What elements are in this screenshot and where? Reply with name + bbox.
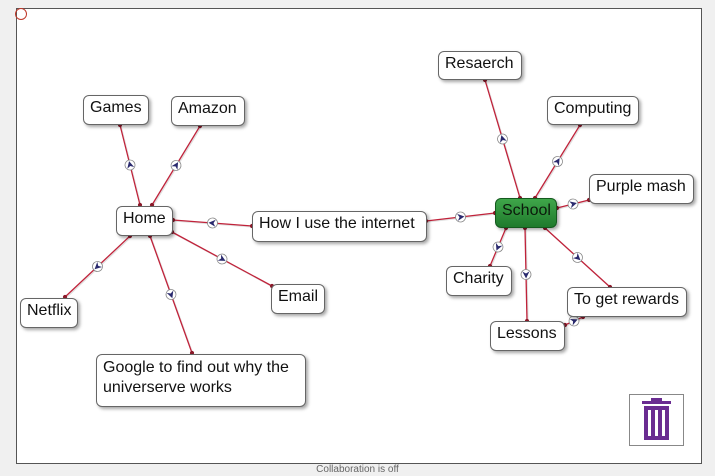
node-netflix[interactable]: Netflix bbox=[20, 298, 78, 328]
node-home[interactable]: Home bbox=[116, 206, 173, 236]
node-email[interactable]: Email bbox=[271, 284, 325, 314]
node-computing[interactable]: Computing bbox=[547, 96, 639, 125]
node-how-i-use-the-internet[interactable]: How I use the internet bbox=[252, 211, 427, 242]
node-amazon[interactable]: Amazon bbox=[171, 96, 245, 126]
collaboration-status: Collaboration is off bbox=[316, 464, 399, 475]
node-school[interactable]: School bbox=[495, 198, 557, 228]
circle-icon[interactable] bbox=[15, 8, 27, 20]
node-lessons[interactable]: Lessons bbox=[490, 321, 565, 351]
node-games[interactable]: Games bbox=[83, 95, 149, 125]
trash-button[interactable] bbox=[629, 394, 684, 446]
trash-icon bbox=[642, 398, 671, 440]
node-purple-mash[interactable]: Purple mash bbox=[589, 174, 694, 204]
node-resaerch[interactable]: Resaerch bbox=[438, 51, 522, 80]
node-google[interactable]: Google to find out why the universerve w… bbox=[96, 354, 306, 407]
node-charity[interactable]: Charity bbox=[446, 266, 512, 296]
node-to-get-rewards[interactable]: To get rewards bbox=[567, 287, 687, 317]
